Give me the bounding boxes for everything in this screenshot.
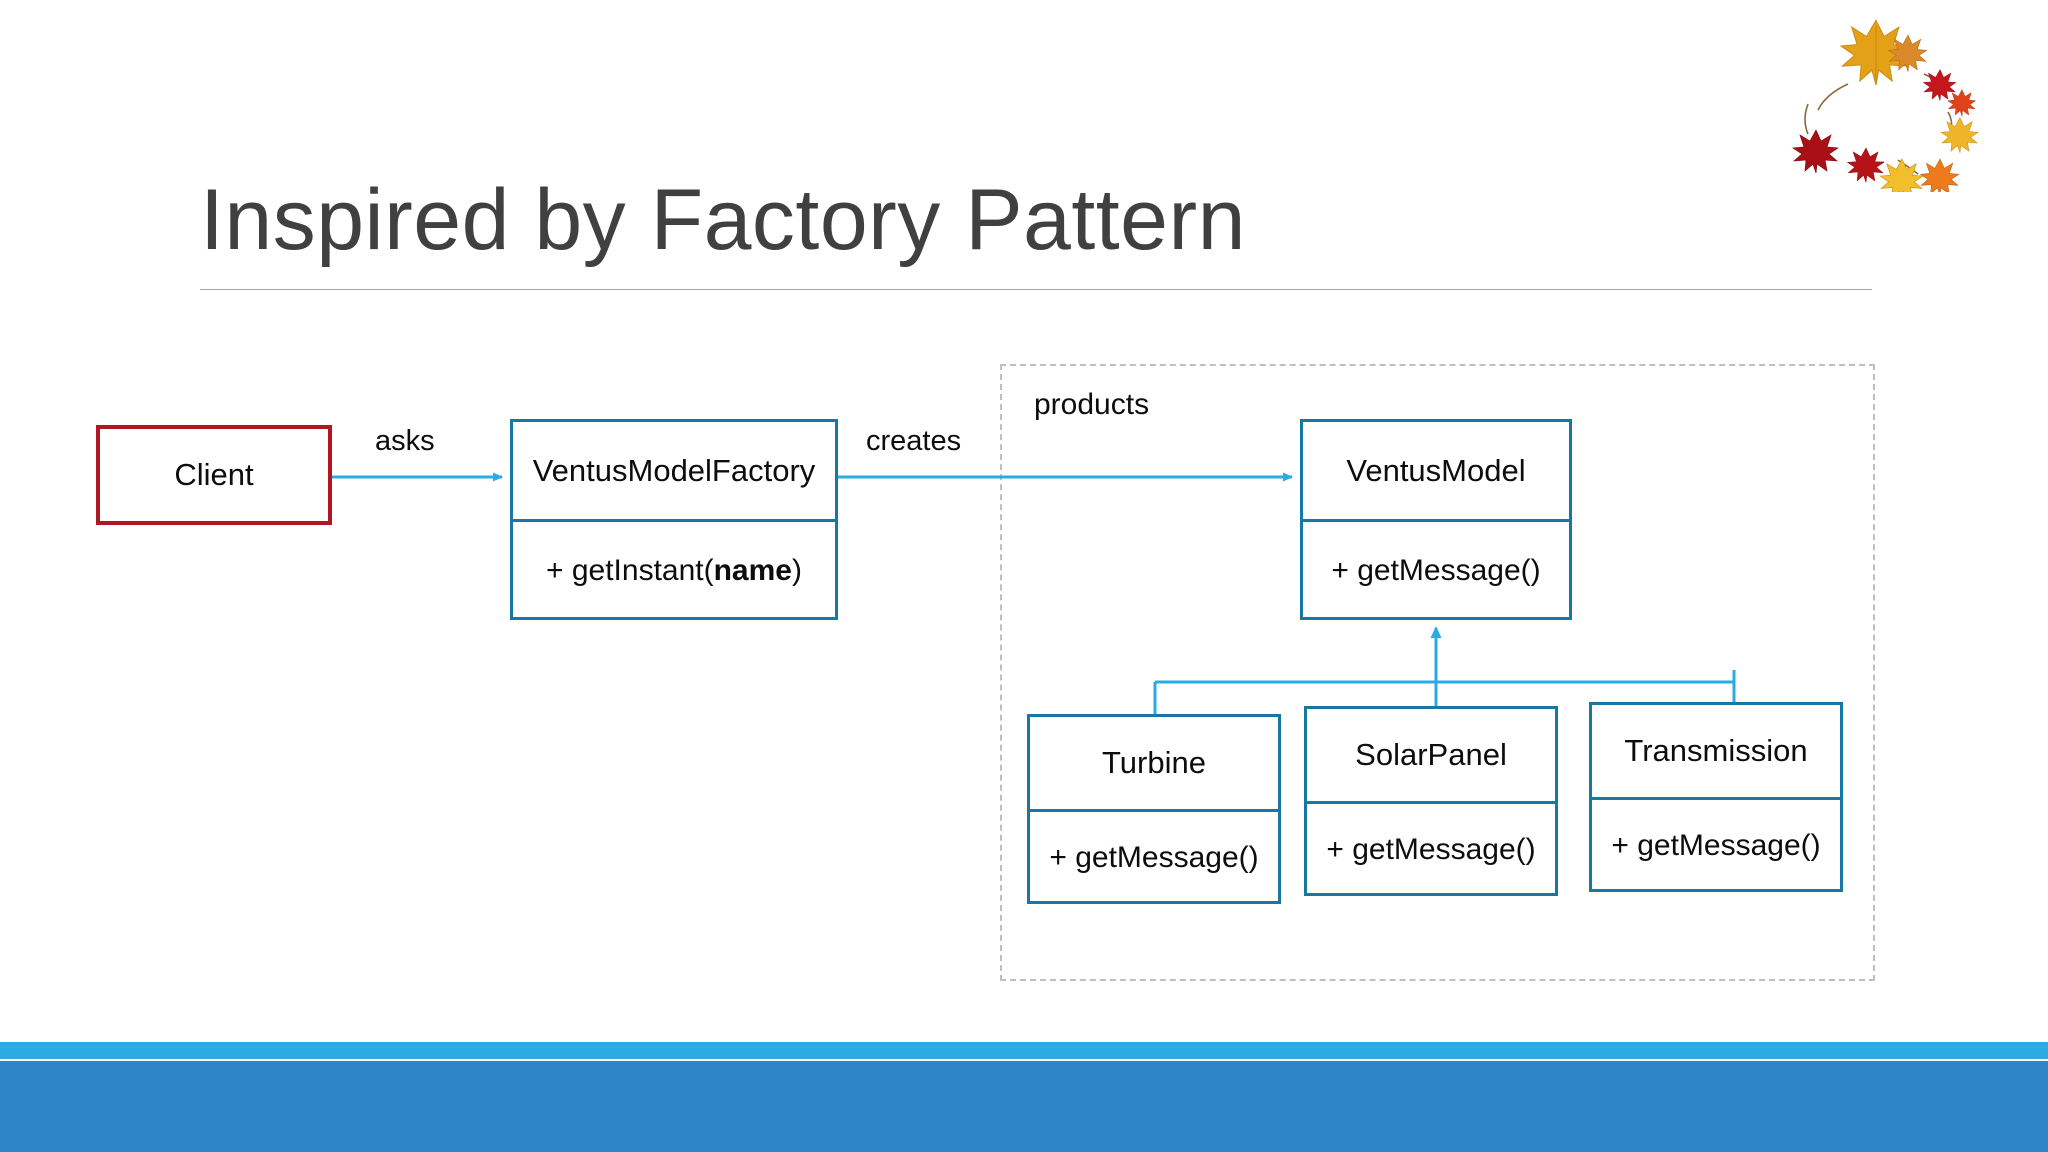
compartment-divider xyxy=(1303,519,1569,522)
page-title: Inspired by Factory Pattern xyxy=(200,172,1246,268)
class-method-getinstant: + getInstant(name) xyxy=(513,522,835,620)
footer-accent-strip xyxy=(0,1042,2048,1059)
compartment-divider xyxy=(1592,797,1840,800)
compartment-divider xyxy=(1307,801,1555,804)
class-name-client: Client xyxy=(174,457,254,492)
compartment-divider xyxy=(513,519,835,522)
class-name-ventusmodel: VentusModel xyxy=(1346,452,1526,488)
class-box-ventusmodel[interactable]: VentusModel + getMessage() xyxy=(1300,419,1572,620)
class-method-transmission-getmessage: + getMessage() xyxy=(1611,829,1821,862)
class-name-transmission: Transmission xyxy=(1624,733,1808,768)
compartment-divider xyxy=(1030,809,1278,812)
autumn-leaves-decoration xyxy=(1778,12,1998,200)
class-name-turbine: Turbine xyxy=(1102,745,1206,780)
class-method-turbine-getmessage: + getMessage() xyxy=(1049,841,1259,874)
maple-leaves-icon xyxy=(1791,19,1979,200)
class-name-solarpanel: SolarPanel xyxy=(1355,737,1507,772)
class-box-solarpanel[interactable]: SolarPanel + getMessage() xyxy=(1304,706,1558,896)
class-method-solarpanel-getmessage: + getMessage() xyxy=(1326,833,1536,866)
edge-label-creates: creates xyxy=(866,425,962,457)
method-suffix: ) xyxy=(791,554,802,587)
footer-band xyxy=(0,1061,2048,1152)
products-group-label: products xyxy=(1034,388,1150,421)
title-block: Inspired by Factory Pattern xyxy=(200,168,1700,298)
class-box-transmission[interactable]: Transmission + getMessage() xyxy=(1589,702,1843,892)
method-prefix: + getInstant( xyxy=(546,554,714,587)
method-param-name: name xyxy=(713,554,792,587)
title-underline-rule xyxy=(200,289,1872,290)
class-name-ventusmodelfactory: VentusModelFactory xyxy=(532,452,816,488)
class-box-client[interactable]: Client xyxy=(96,425,332,525)
class-box-turbine[interactable]: Turbine + getMessage() xyxy=(1027,714,1281,904)
uml-class-diagram: products xyxy=(96,364,1875,981)
edge-label-asks: asks xyxy=(375,425,435,457)
class-method-getmessage: + getMessage() xyxy=(1331,554,1541,587)
products-group-container xyxy=(1000,364,1875,981)
class-box-ventusmodelfactory[interactable]: VentusModelFactory + getInstant(name) xyxy=(510,419,838,620)
